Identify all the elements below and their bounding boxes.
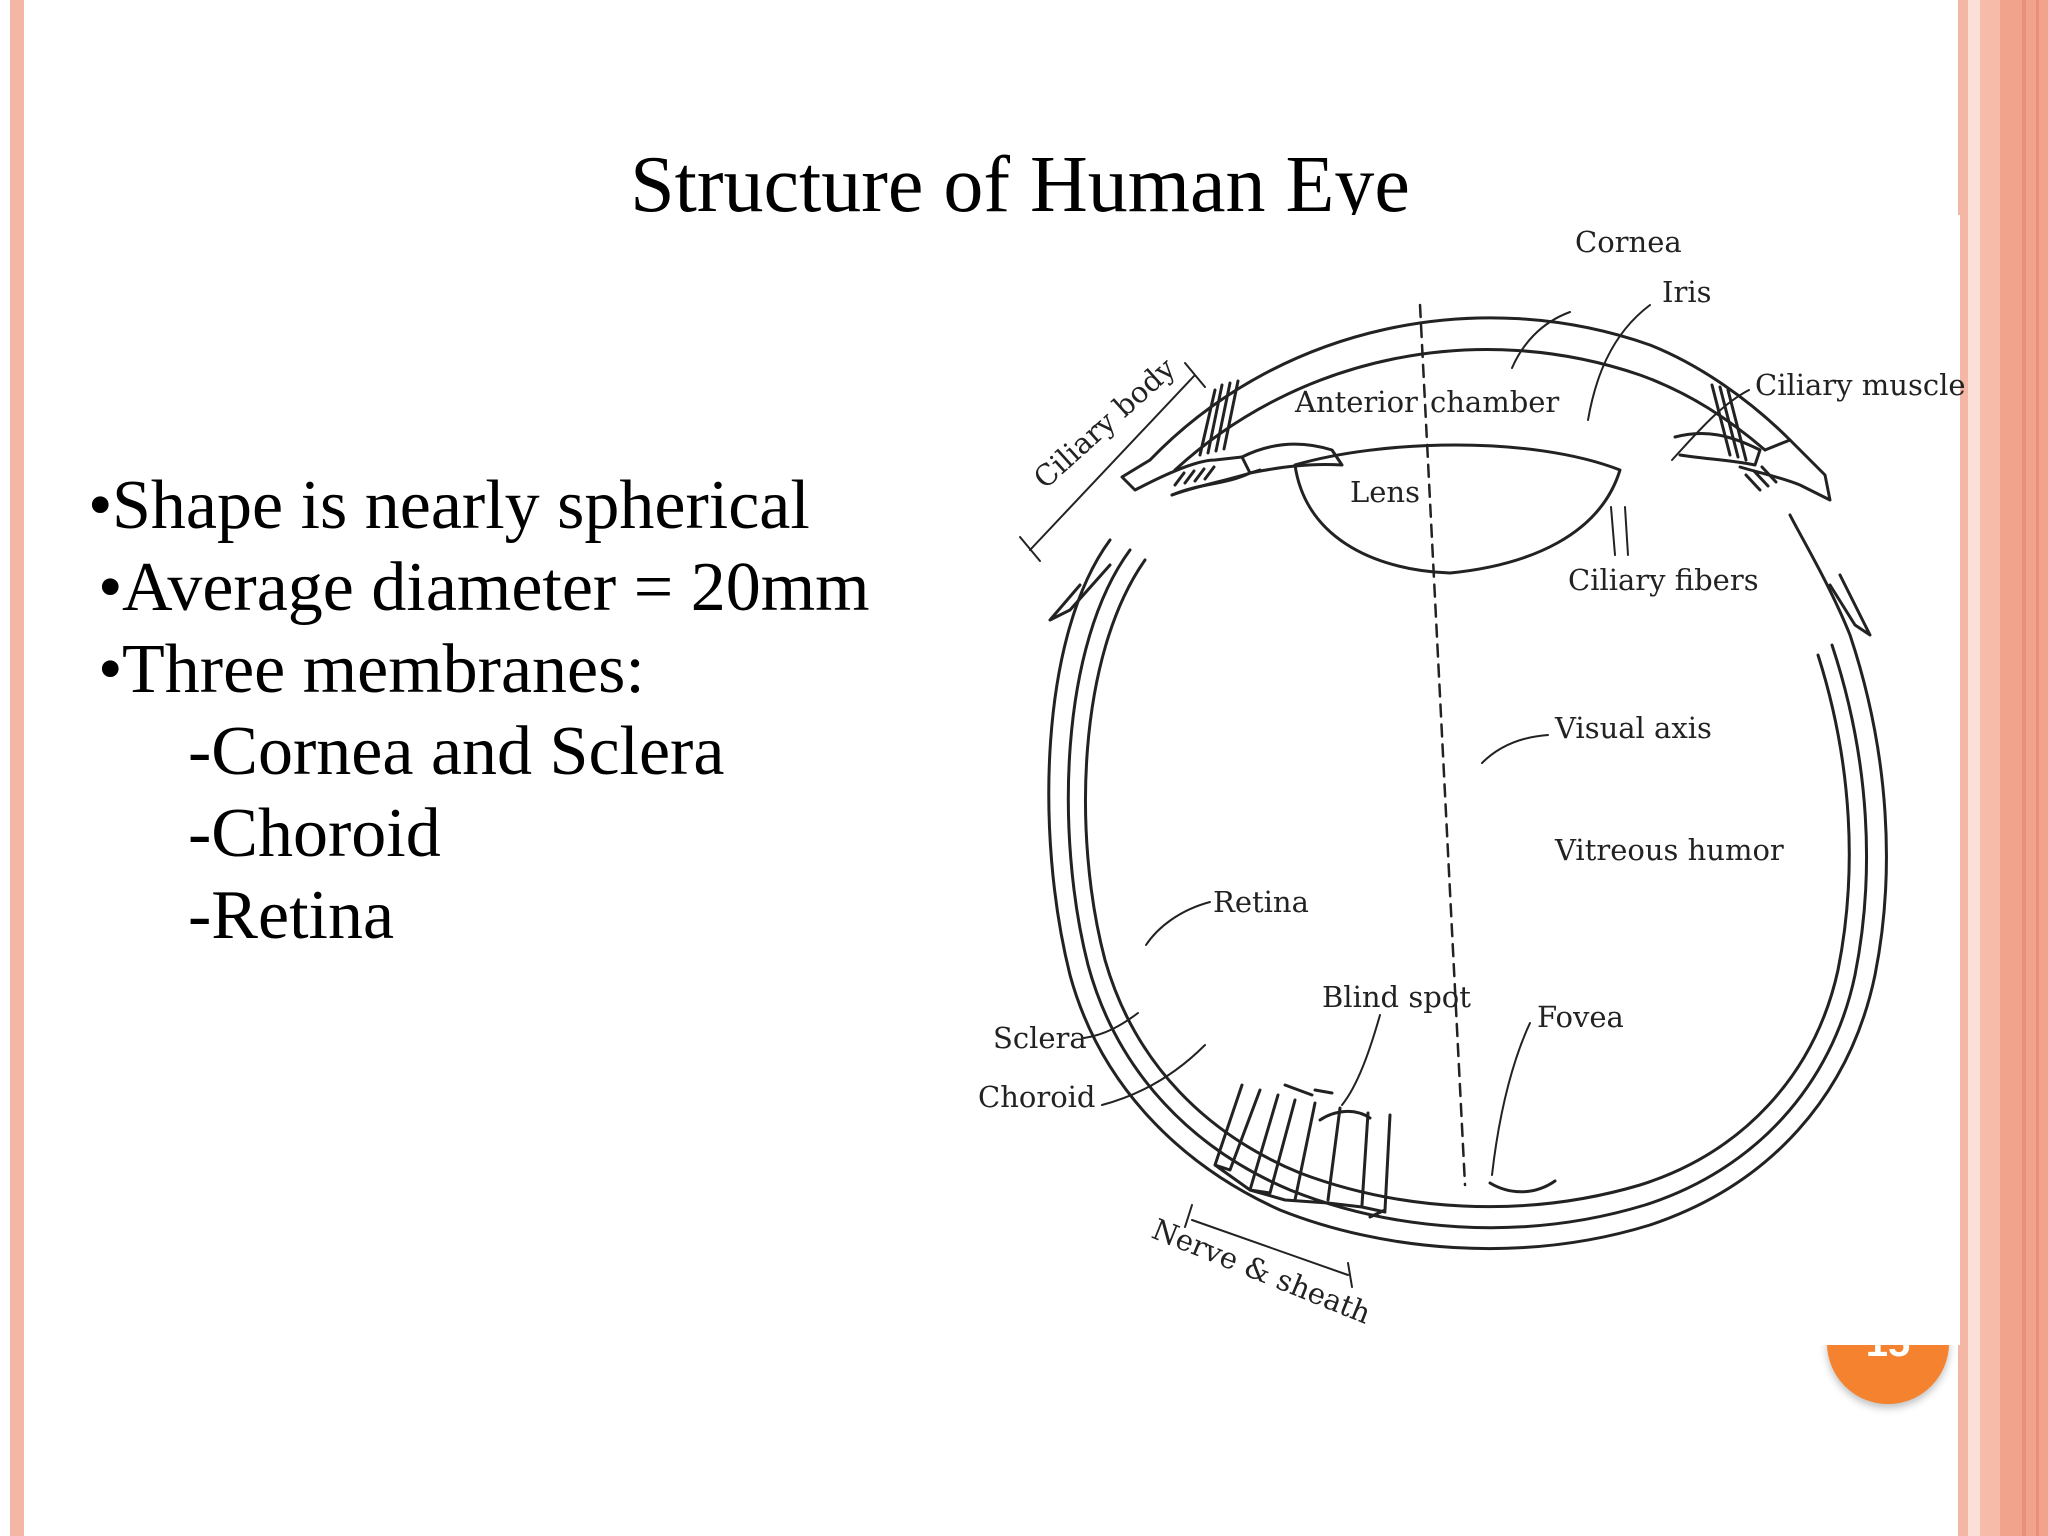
label-lens: Lens <box>1350 475 1420 509</box>
label-fovea: Fovea <box>1537 1000 1624 1034</box>
bullet-item: •Average diameter = 20mm <box>88 547 988 629</box>
label-sclera: Sclera <box>993 1021 1087 1055</box>
label-choroid: Choroid <box>978 1080 1096 1114</box>
bullet-marker: • <box>88 465 112 547</box>
sub-bullet-item: -Retina <box>88 875 988 957</box>
bullet-item: •Three membranes: <box>88 629 988 711</box>
slide-frame-right <box>1968 0 1980 1536</box>
bullet-item: •Shape is nearly spherical <box>88 465 988 547</box>
label-ciliary-fibers: Ciliary fibers <box>1568 563 1759 597</box>
sub-bullet-item: -Choroid <box>88 793 988 875</box>
bullet-list: •Shape is nearly spherical •Average diam… <box>88 465 988 957</box>
bullet-text: Shape is nearly spherical <box>112 467 810 544</box>
eye-diagram: Cornea Iris Ciliary muscle Ciliary body … <box>960 215 1960 1345</box>
bullet-text: Three membranes: <box>122 631 645 708</box>
slide-frame-left <box>10 0 24 1536</box>
label-ciliary-body: Ciliary body <box>1027 351 1182 496</box>
bullet-text: -Cornea and Sclera <box>188 713 724 790</box>
retina-line <box>1085 560 1849 1207</box>
slide-frame-right <box>1980 0 2000 1536</box>
label-retina: Retina <box>1213 885 1309 919</box>
blind-spot-dip <box>1320 1111 1370 1120</box>
label-blind-spot: Blind spot <box>1322 980 1471 1014</box>
bullet-marker: • <box>98 629 122 711</box>
optic-nerve-sheath <box>1215 1085 1390 1217</box>
sub-bullet-item: -Cornea and Sclera <box>88 711 988 793</box>
slide-frame-line <box>2022 0 2026 1536</box>
label-iris: Iris <box>1662 275 1711 309</box>
bullet-text: -Choroid <box>188 795 441 872</box>
label-visual-axis: Visual axis <box>1554 711 1712 745</box>
label-anterior: Anterior <box>1294 385 1418 419</box>
label-vitreous-humor: Vitreous humor <box>1554 833 1784 867</box>
bullet-text: -Retina <box>188 877 394 954</box>
label-ciliary-muscle: Ciliary muscle <box>1755 368 1966 402</box>
slide-frame-line <box>2036 0 2039 1536</box>
lens <box>1295 445 1620 573</box>
visual-axis-line <box>1420 305 1465 1185</box>
label-chamber: chamber <box>1430 385 1559 419</box>
label-cornea: Cornea <box>1575 225 1682 259</box>
bullet-text: Average diameter = 20mm <box>122 549 870 626</box>
fovea-dip <box>1490 1181 1555 1192</box>
bullet-marker: • <box>98 547 122 629</box>
